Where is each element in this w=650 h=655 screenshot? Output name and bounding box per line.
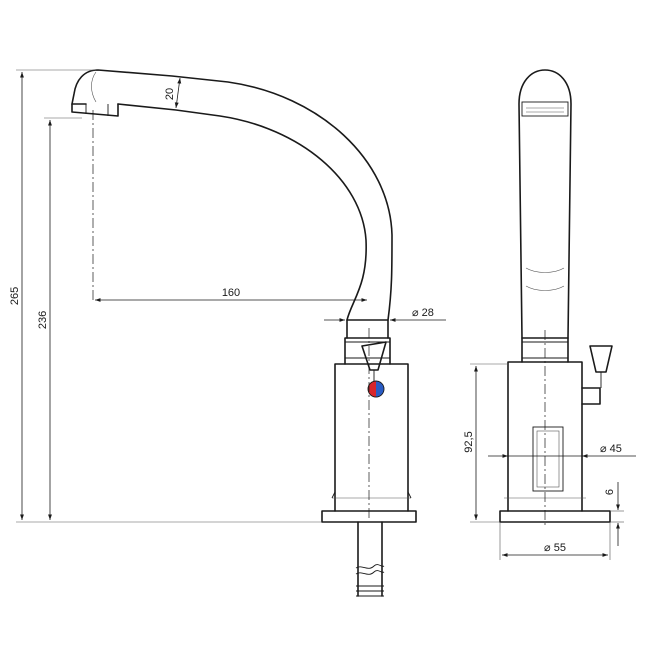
dim-spout-thickness: 20: [164, 88, 176, 100]
front-slot: [532, 426, 564, 492]
dim-body-height: 92,5: [463, 431, 475, 452]
pipe-thread: [356, 585, 384, 597]
pipe-break-2: [355, 570, 385, 575]
front-spout-shading: [525, 267, 565, 291]
front-view: [499, 69, 613, 525]
front-lever-handle[interactable]: [589, 345, 613, 373]
dim-reach: 160: [222, 287, 240, 299]
spout-aerator: [71, 103, 119, 117]
spout-outer: [71, 69, 393, 321]
front-aerator: [521, 101, 569, 117]
side-body: [334, 363, 409, 512]
spout-inner: [117, 103, 367, 321]
side-body-step-edge: [331, 491, 412, 499]
dim-base-thickness: 6: [604, 489, 616, 495]
hot-indicator: [368, 381, 376, 397]
side-lever-handle[interactable]: [361, 341, 387, 371]
dim-spout-height: 236: [37, 311, 49, 329]
pipe-break: [355, 564, 385, 569]
dim-total-height: 265: [9, 287, 21, 305]
front-slot-inner: [536, 430, 560, 488]
front-handle-base: [581, 387, 601, 405]
side-dimensions: 265 236 160 20 ⌀ 28: [9, 69, 446, 523]
indicator-ring: [367, 380, 385, 398]
side-view: [71, 69, 417, 597]
dim-spout-diameter: ⌀ 28: [412, 307, 434, 319]
cold-indicator: [376, 381, 384, 397]
front-aerator-mesh: [526, 107, 564, 113]
spout-tip-detail: [91, 71, 97, 103]
front-spout-column: [518, 69, 572, 339]
side-neck: [346, 319, 389, 339]
dim-body-diameter: ⌀ 45: [600, 443, 622, 455]
hot-cold-indicator: [367, 380, 385, 398]
supply-pipe: [357, 521, 383, 597]
side-collar: [344, 337, 391, 365]
front-base-plate: [499, 510, 611, 523]
dim-line-spout-thickness: [174, 77, 182, 109]
dim-base-diameter: ⌀ 55: [544, 542, 566, 554]
front-dimensions: 92,5 ⌀ 45 6 ⌀ 55: [463, 363, 636, 560]
